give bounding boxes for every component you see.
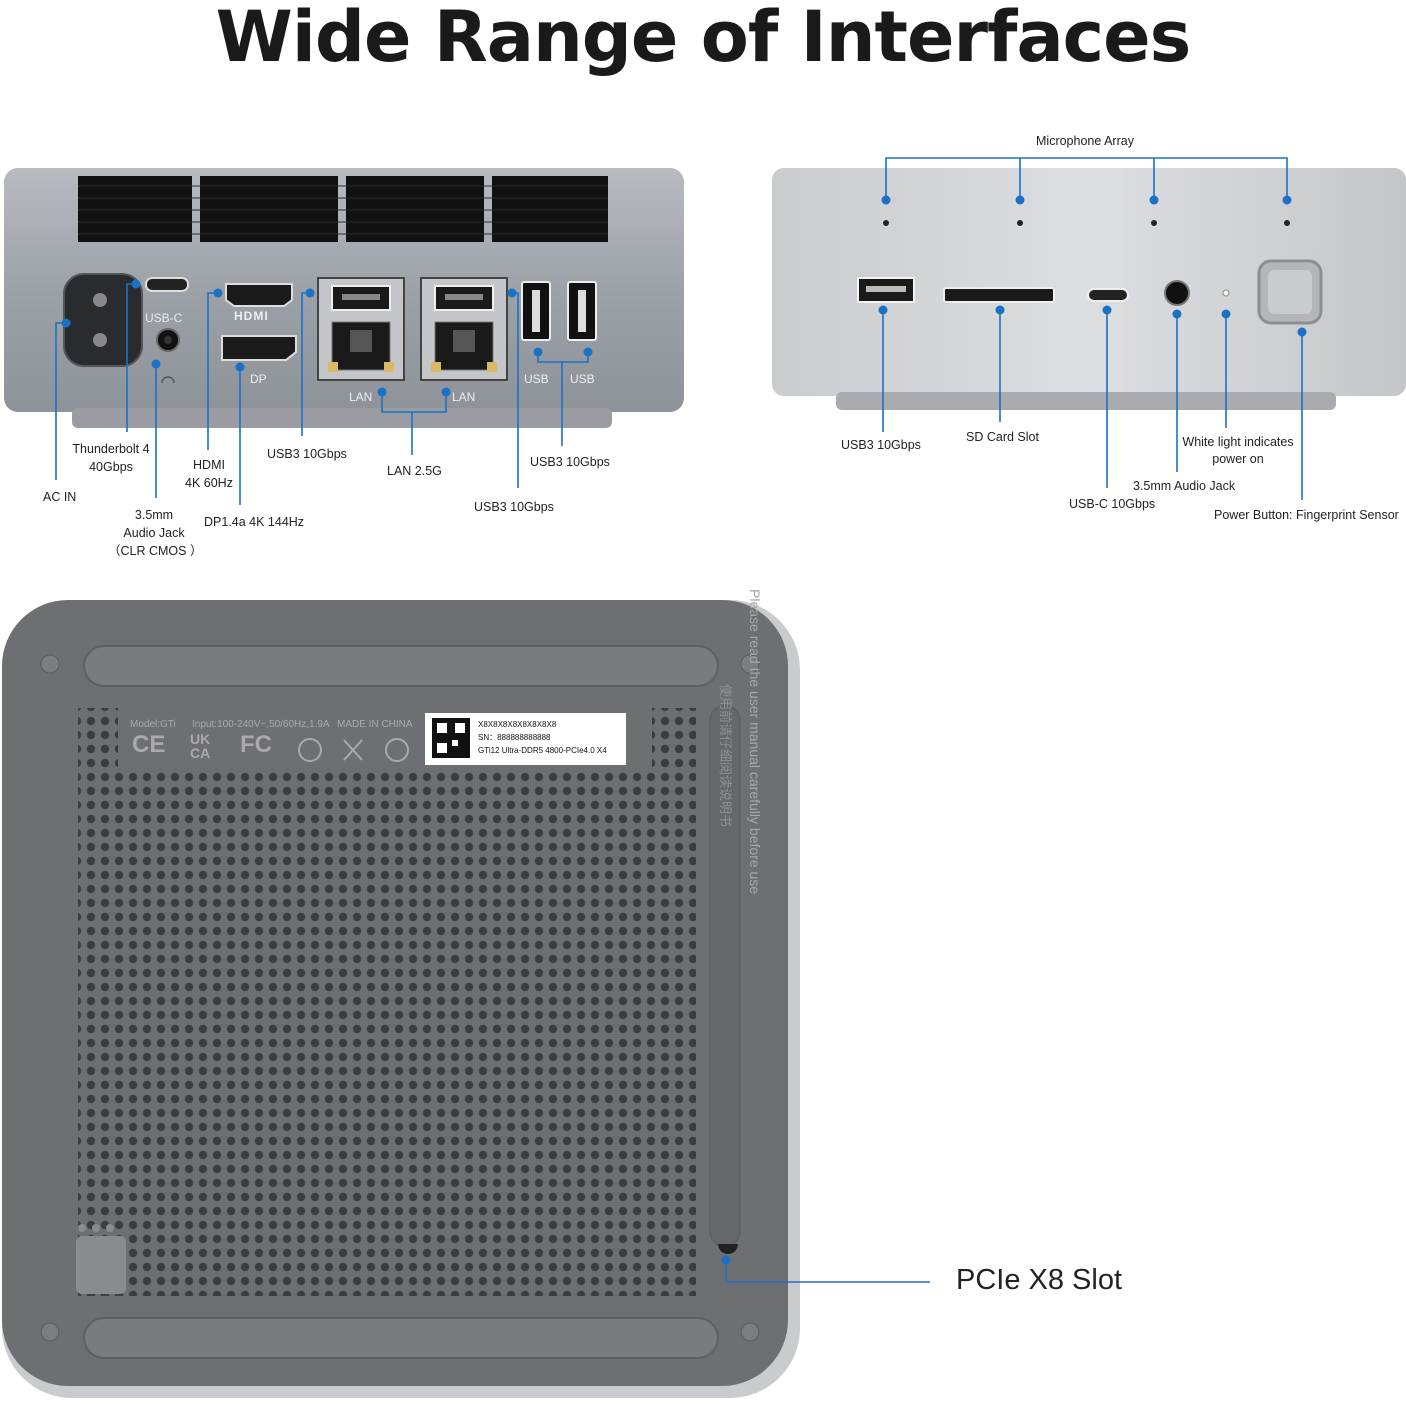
power-label: Power Button: Fingerprint Sensor bbox=[1214, 508, 1399, 522]
input-text: Input:100-240V~,50/60Hz,1.9A bbox=[192, 719, 330, 730]
model-text: Model:GTi bbox=[130, 719, 176, 730]
vent-grille bbox=[346, 176, 484, 242]
foot-pad bbox=[76, 1236, 126, 1294]
vent-grille bbox=[492, 176, 608, 242]
warning-en-text: Please read the user manual carefully be… bbox=[747, 589, 763, 895]
light-label-line2: power on bbox=[1212, 452, 1264, 466]
ce-mark: CE bbox=[132, 731, 166, 758]
rubber-foot-bottom bbox=[83, 1317, 719, 1359]
dp-port-text: DP bbox=[250, 372, 267, 386]
lan2-port-text: LAN bbox=[452, 390, 476, 404]
pcie-slot-label: PCIe X8 Slot bbox=[956, 1264, 1123, 1296]
page-title: Wide Range of Interfaces bbox=[215, 0, 1192, 78]
lan1-port-text: LAN bbox=[349, 390, 373, 404]
made-in-text: MADE IN CHINA bbox=[337, 719, 413, 730]
usb3-b-label: USB3 10Gbps bbox=[530, 455, 610, 469]
hdmi-label-line2: 4K 60Hz bbox=[185, 476, 233, 490]
dp-label: DP1.4a 4K 144Hz bbox=[204, 515, 305, 529]
front-chassis bbox=[772, 168, 1406, 396]
usb-c-port-text: USB-C bbox=[145, 311, 183, 325]
dp-port bbox=[221, 335, 297, 361]
warning-cn-text: 使用前请仔细阅读说明书 bbox=[718, 684, 733, 828]
front-callout-lines bbox=[882, 157, 1303, 500]
front-audio-label: 3.5mm Audio Jack bbox=[1133, 479, 1236, 493]
hdmi-port-text: HDMI bbox=[234, 309, 269, 323]
light-label-line1: White light indicates bbox=[1182, 435, 1294, 449]
perforated-vent bbox=[78, 770, 696, 1296]
front-callout-dots bbox=[878, 195, 1307, 337]
pcie-callout-line bbox=[725, 1260, 930, 1283]
mic-label: Microphone Array bbox=[1036, 134, 1134, 148]
thunderbolt-port bbox=[145, 277, 189, 292]
usb2-port-text: USB bbox=[570, 372, 595, 386]
fc-mark: FC bbox=[240, 731, 272, 758]
front-usb-c-label: USB-C 10Gbps bbox=[1069, 497, 1156, 511]
vent-grille bbox=[200, 176, 338, 242]
sd-card-slot bbox=[943, 287, 1055, 303]
ac-in-label: AC IN bbox=[43, 490, 77, 504]
usb1-port-text: USB bbox=[524, 372, 549, 386]
ukca-mark: UK CA bbox=[190, 731, 211, 761]
sticker-line2: SN：888888888888 bbox=[478, 733, 551, 742]
front-usb3-label: USB3 10Gbps bbox=[841, 438, 921, 452]
thunderbolt-label-line1: Thunderbolt 4 bbox=[72, 442, 150, 456]
ac-in-port bbox=[63, 273, 143, 367]
power-led bbox=[1222, 289, 1230, 297]
usb3-c-label: USB3 10Gbps bbox=[474, 500, 554, 514]
rear-callout-dots bbox=[61, 279, 593, 397]
sticker-line1: X8X8X8X8X8X8X8X8 bbox=[478, 720, 557, 729]
hdmi-label-line1: HDMI bbox=[193, 458, 225, 472]
rubber-foot-top bbox=[83, 645, 719, 687]
audio-label-line2: Audio Jack bbox=[123, 526, 185, 540]
hdmi-port bbox=[225, 283, 293, 307]
front-audio-jack bbox=[1164, 280, 1190, 306]
sticker-line3: GTi12 Ultra-DDR5 4800-PCIe4.0 X4 bbox=[478, 746, 607, 755]
audio-label-line1: 3.5mm bbox=[134, 508, 174, 522]
front-usb-c-port bbox=[1087, 288, 1129, 302]
sd-label: SD Card Slot bbox=[966, 430, 1039, 444]
usb3-a-label: USB3 10Gbps bbox=[267, 447, 347, 461]
vent-grille bbox=[78, 176, 192, 242]
lan-label: LAN 2.5G bbox=[387, 464, 442, 478]
audio-label-line3: （CLR CMOS ） bbox=[108, 544, 203, 558]
thunderbolt-label-line2: 40Gbps bbox=[89, 460, 133, 474]
